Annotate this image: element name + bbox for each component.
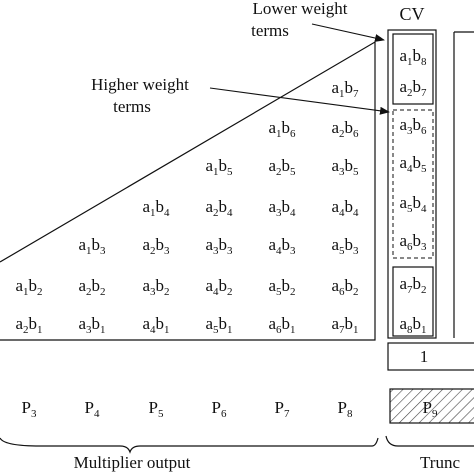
partial-product: a1b6: [268, 118, 296, 140]
cv-bottom-term: a7b2: [399, 274, 426, 296]
partial-product: a1b5: [205, 156, 233, 178]
lower-weight-arrow: [311, 23, 385, 42]
output-bit: P5: [149, 398, 164, 420]
constant-one: 1: [420, 347, 429, 366]
partial-product-triangle: [0, 40, 376, 341]
truncated-brace: [385, 435, 474, 447]
partial-product: a6b2: [331, 276, 358, 298]
partial-product: a2b2: [78, 276, 105, 298]
higher-weight-arrow: [209, 87, 390, 115]
multiplier-output-label: Multiplier output: [74, 453, 191, 472]
partial-product: a4b4: [331, 197, 359, 219]
outputs: P3P4P5P6P7P8P9: [22, 398, 438, 420]
partial-product: a5b2: [268, 276, 295, 298]
partial-product: a3b1: [78, 314, 105, 336]
partial-product: a3b2: [142, 276, 169, 298]
partial-product: a3b4: [268, 197, 296, 219]
cv-lower-term: a1b8: [399, 46, 427, 68]
partial-product: a4b1: [142, 314, 169, 336]
partial-product: a2b6: [331, 118, 359, 140]
lower-weight-label-2: terms: [251, 21, 289, 40]
partial-product: a1b3: [78, 235, 106, 257]
truncated-label: Trunc: [420, 453, 460, 472]
cv-higher-term: a3b6: [399, 115, 427, 137]
partial-product: a6b1: [268, 314, 295, 336]
partial-product: a2b4: [205, 197, 233, 219]
output-bit: P8: [338, 398, 353, 420]
multiplier-output-brace: [0, 437, 379, 454]
cv-higher-term: a4b5: [399, 153, 427, 175]
higher-weight-label-1: Higher weight: [91, 75, 189, 94]
partial-product: a1b4: [142, 197, 170, 219]
cv-lower-term: a2b7: [399, 77, 427, 99]
output-bit: P4: [85, 398, 100, 420]
partial-product: a2b5: [268, 156, 296, 178]
partial-product: a2b1: [15, 314, 42, 336]
partial-product: a7b1: [331, 314, 358, 336]
output-bit: P7: [275, 398, 290, 420]
lower-weight-box: [392, 33, 434, 105]
partial-products: a1b7 a1b6 a2b6 a1b5 a2b5 a3b5 a1b4 a2b4 a3b4 a4b4…: [15, 78, 359, 336]
partial-product: a5b1: [205, 314, 232, 336]
partial-product: a1b7: [331, 78, 359, 100]
lower-weight-label-1: Lower weight: [253, 0, 348, 18]
output-bit: P3: [22, 398, 37, 420]
higher-weight-label-2: terms: [113, 97, 151, 116]
partial-product: a3b3: [205, 235, 233, 257]
partial-product: a2b3: [142, 235, 170, 257]
output-bit: P6: [212, 398, 227, 420]
truncated-output-box: [389, 388, 474, 424]
cv-label: CV: [399, 4, 424, 24]
cv-terms: a1b8 a2b7 a3b6 a4b5 a5b4 a6b3 a7b2 a8b1: [399, 46, 427, 336]
bottom-cv-box: [392, 266, 434, 337]
partial-product: a4b3: [268, 235, 296, 257]
partial-product: a5b3: [331, 235, 359, 257]
higher-weight-box: [392, 109, 434, 259]
partial-product: a4b2: [205, 276, 232, 298]
cv-bottom-term: a8b1: [399, 314, 426, 336]
partial-product: a3b5: [331, 156, 359, 178]
constant-one-box: [387, 342, 474, 371]
partial-product: a1b2: [15, 276, 42, 298]
cv-higher-term: a6b3: [399, 231, 427, 253]
cv-column: [387, 29, 437, 339]
cv-higher-term: a5b4: [399, 193, 427, 215]
